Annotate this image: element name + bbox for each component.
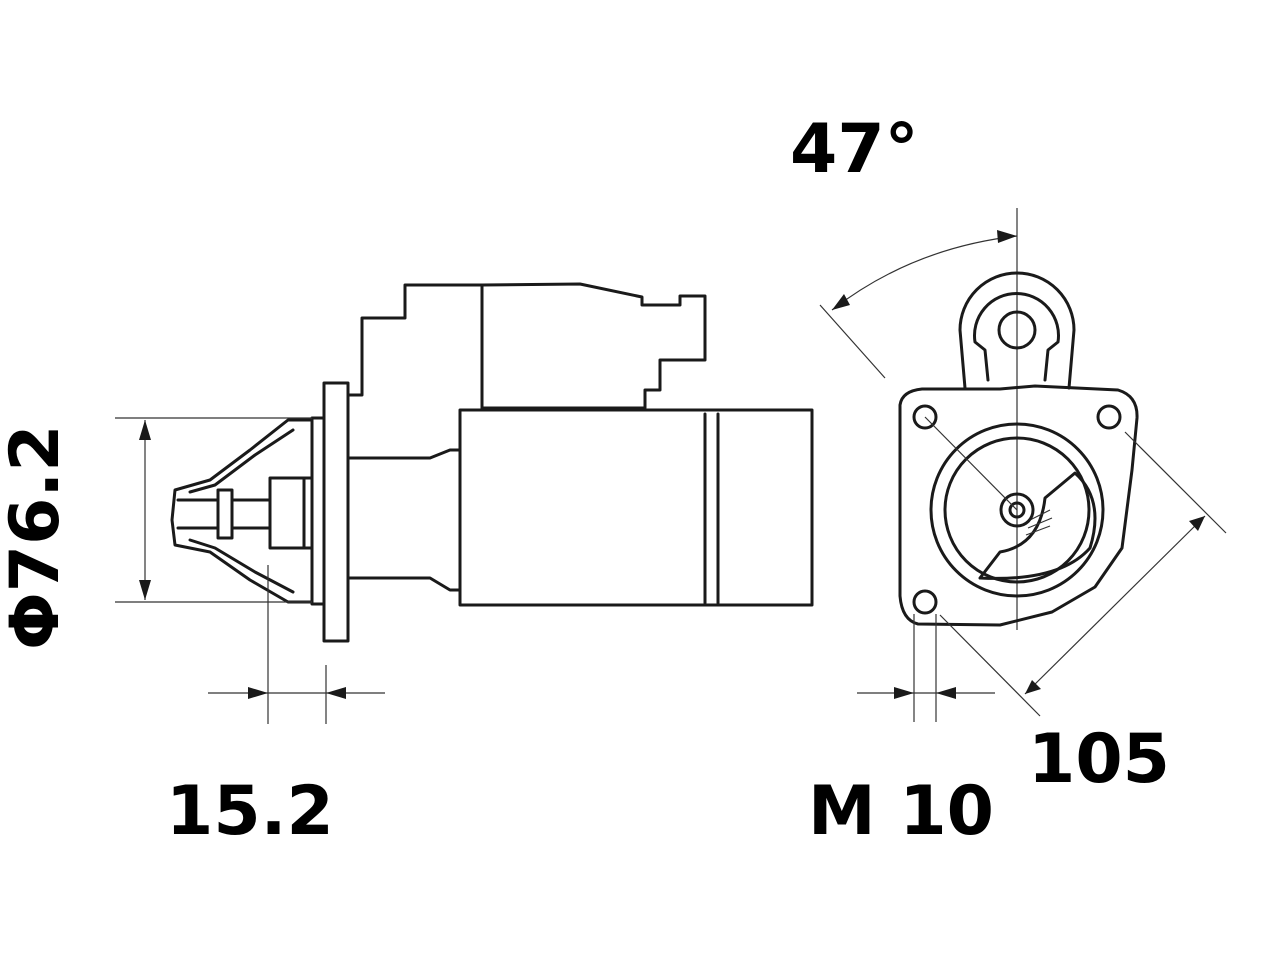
diameter-dimension	[115, 417, 312, 603]
angle-dimension	[819, 230, 1018, 511]
thread-dimension	[857, 614, 995, 722]
side-view	[115, 282, 814, 724]
pinion-housing	[170, 416, 326, 606]
motor-body	[346, 408, 814, 607]
thread-label: M 10	[808, 772, 994, 851]
angle-label: 47°	[790, 110, 919, 189]
terminal-lug	[958, 271, 1076, 390]
offset-dimension	[208, 565, 385, 724]
bolt-spacing-dimension	[939, 431, 1227, 717]
bolt-hole	[912, 404, 938, 430]
pinion-window	[978, 471, 1097, 580]
front-view	[819, 208, 1227, 722]
offset-label: 15.2	[166, 772, 334, 851]
bolt-hole	[912, 589, 938, 615]
flange-outline	[898, 384, 1139, 627]
solenoid	[346, 282, 707, 457]
bolt-hole	[1096, 404, 1122, 430]
pilot-circle	[929, 422, 1105, 598]
mounting-flange	[322, 381, 350, 643]
bolt-spacing-label: 105	[1028, 720, 1170, 799]
shaft	[999, 492, 1035, 528]
diameter-label: Φ76.2	[0, 424, 75, 650]
